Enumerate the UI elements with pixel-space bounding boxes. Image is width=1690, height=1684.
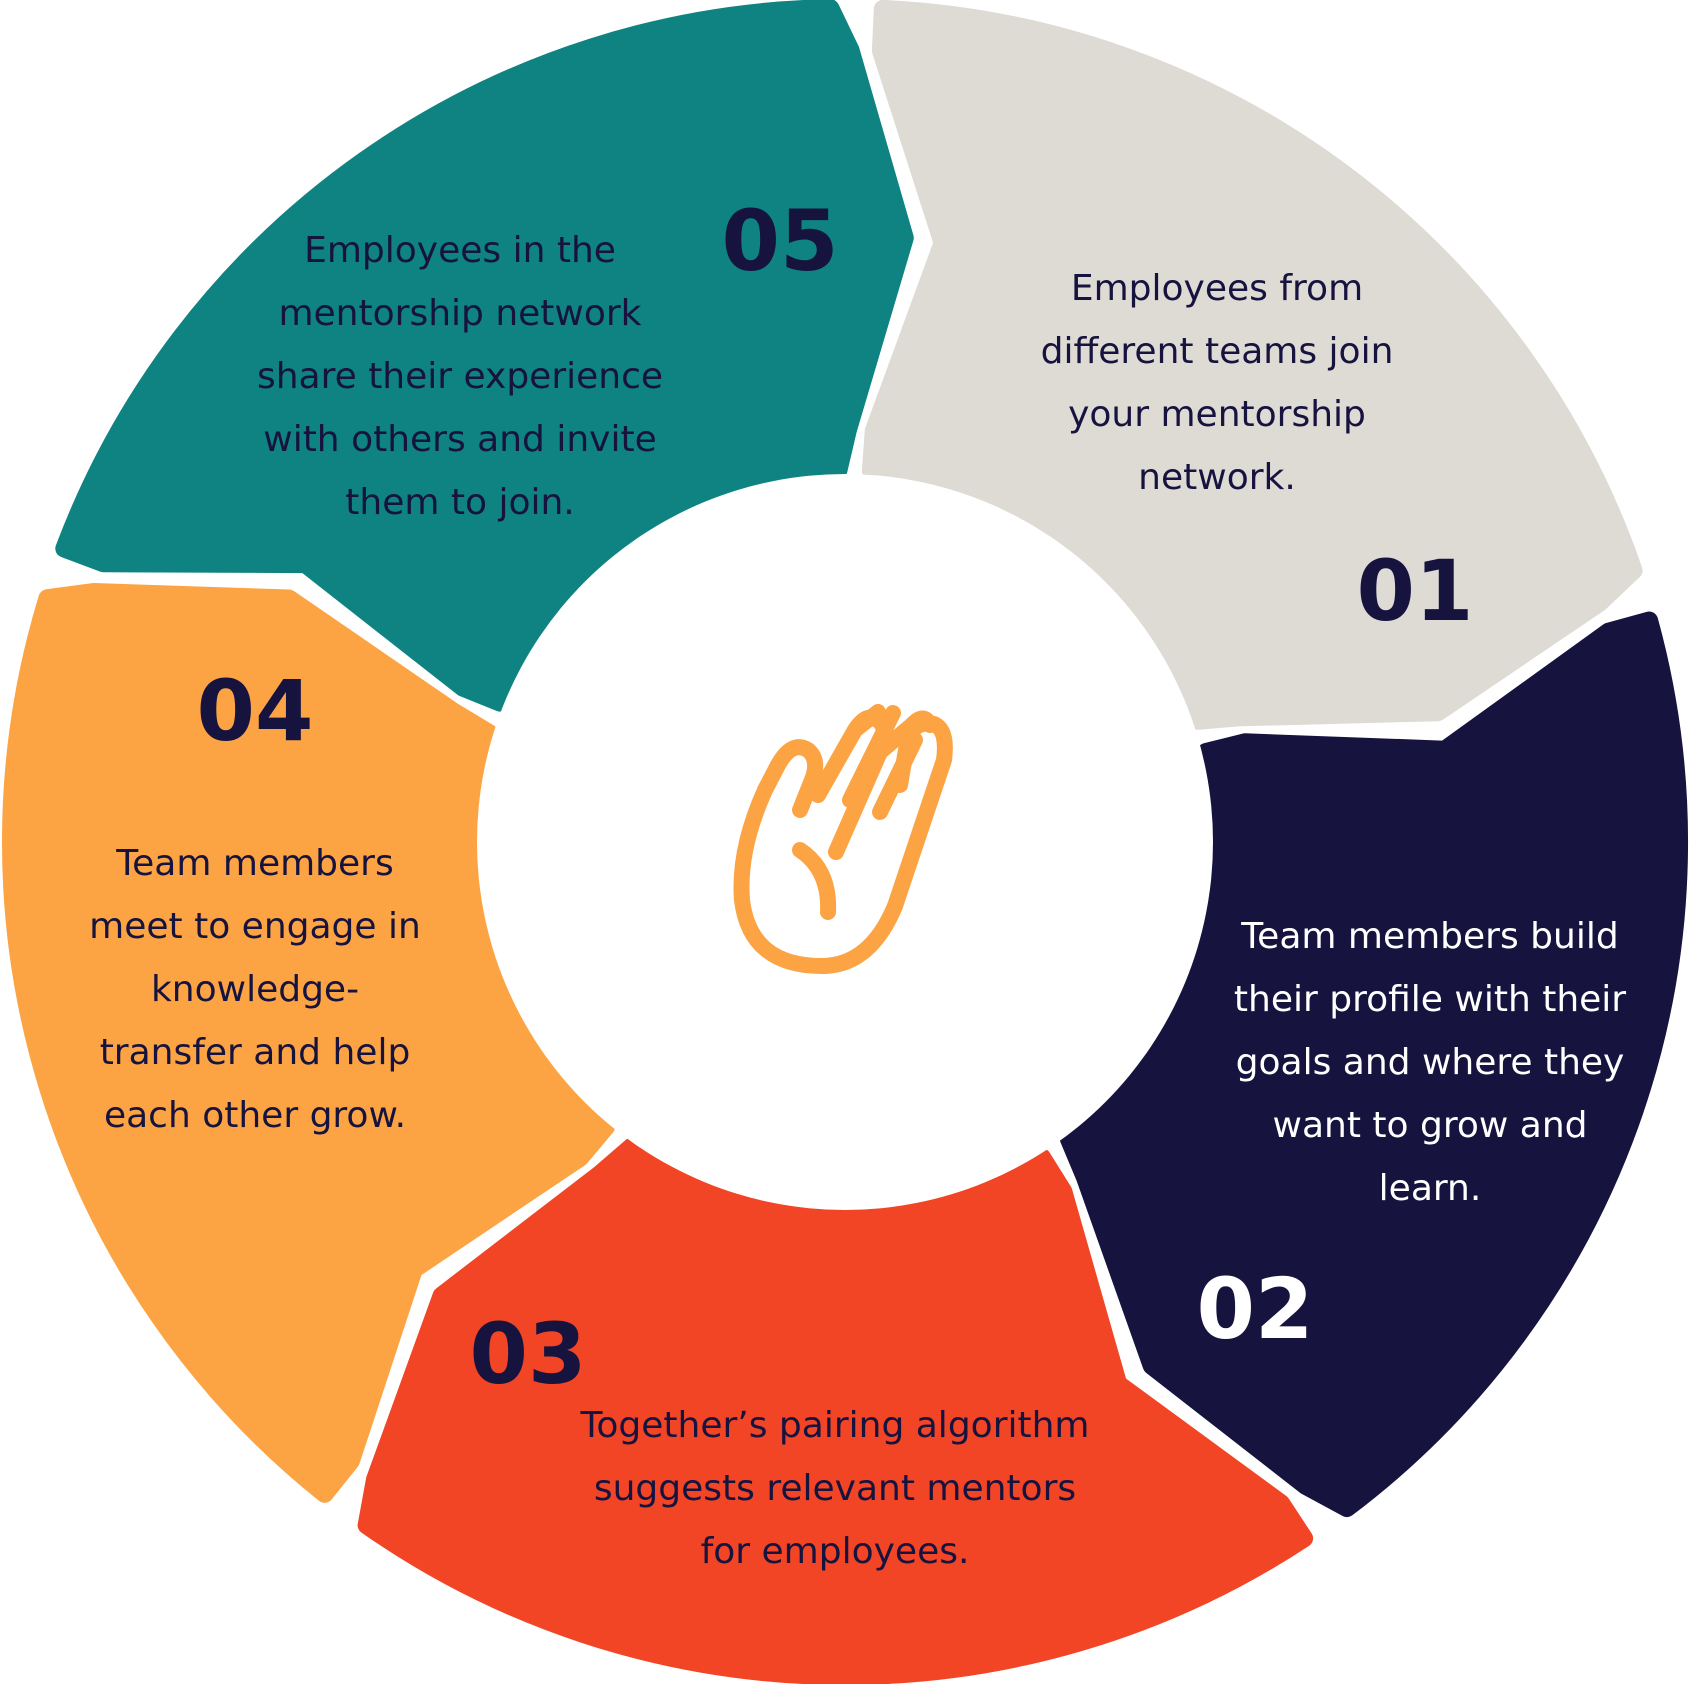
step-05-description-line: mentorship network [278, 293, 641, 334]
step-04-description-line: each other grow. [104, 1095, 406, 1136]
step-05-description: Employees in the mentorship network share … [257, 230, 663, 523]
step-04-number: 04 [197, 662, 314, 760]
step-05-description-line: them to join. [345, 482, 574, 523]
step-01-description-line: different teams join [1041, 331, 1394, 372]
center-area [477, 474, 1213, 1210]
step-04-description-line: meet to engage in [89, 906, 421, 947]
step-04-description-line: Team members [115, 843, 393, 884]
step-05-description-line: Employees in the [304, 230, 616, 271]
step-01-segment: 01 Employees from different teams join your… [861, 0, 1643, 730]
step-04-shape [2, 583, 615, 1503]
step-02-description-line: goals and where they [1236, 1042, 1625, 1083]
raised-hand-icon [733, 704, 953, 974]
step-02-description-line: their profile with their [1234, 979, 1626, 1020]
step-03-description: Together’s pairing algorithm suggests rel… [580, 1405, 1090, 1572]
step-05-shape [55, 0, 914, 712]
step-01-shape [861, 0, 1643, 730]
step-03-number: 03 [470, 1305, 587, 1403]
step-04-description: Team members meet to engage in knowledge-t… [89, 843, 421, 1136]
step-01-description: Employees from different teams join your m… [1041, 268, 1394, 498]
step-05-description-line: share their experience [257, 356, 663, 397]
step-05-description-line: with others and invite [263, 419, 657, 460]
step-04-description-line: transfer and help [100, 1032, 411, 1073]
step-03-shape [357, 1137, 1314, 1684]
step-02-description: Team members build their profile with the… [1234, 916, 1626, 1209]
step-03-description-line: suggests relevant mentors [594, 1468, 1076, 1509]
step-01-description-line: your mentorship [1068, 394, 1366, 435]
step-01-number: 01 [1357, 542, 1474, 640]
step-02-shape [1059, 611, 1688, 1518]
step-02-segment: 02 Team members build their profile with t… [1059, 611, 1688, 1518]
step-03-description-line: for employees. [701, 1531, 970, 1572]
step-02-description-line: Team members build [1240, 916, 1618, 957]
step-02-description-line: learn. [1379, 1168, 1482, 1209]
step-05-segment: 05 Employees in the mentorship network shar… [55, 0, 914, 712]
step-05-number: 05 [722, 192, 839, 290]
step-02-description-line: want to grow and [1273, 1105, 1588, 1146]
step-01-description-line: network. [1138, 457, 1296, 498]
step-02-number: 02 [1197, 1260, 1314, 1358]
step-01-description-line: Employees from [1071, 268, 1363, 309]
step-04-description-line: knowledge- [151, 969, 359, 1010]
step-03-description-line: Together’s pairing algorithm [580, 1405, 1090, 1446]
